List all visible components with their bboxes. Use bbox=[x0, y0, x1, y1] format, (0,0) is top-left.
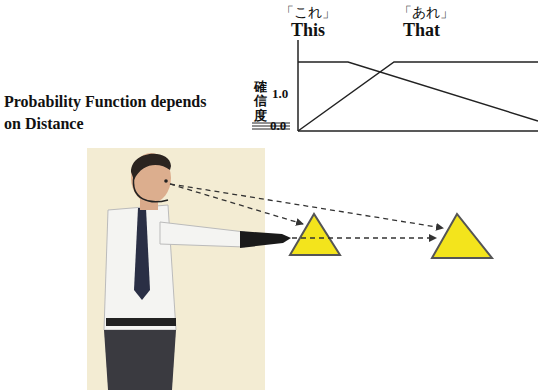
near-object bbox=[290, 214, 340, 255]
chart-label-jp: 「これ」 bbox=[280, 4, 336, 22]
chart-label: This bbox=[291, 20, 325, 41]
chart-label: That bbox=[403, 20, 440, 41]
chart-label-jp: 「あれ」 bbox=[398, 4, 454, 22]
tick-label: 0.0 bbox=[270, 118, 286, 134]
tick-label: 1.0 bbox=[272, 86, 288, 102]
far-object bbox=[432, 214, 492, 258]
chart-description: Probability Function depends on Distance bbox=[4, 91, 219, 135]
probability-chart bbox=[252, 40, 538, 131]
axis-label: 確信度 bbox=[254, 80, 267, 123]
photo-background bbox=[87, 148, 265, 390]
gaze-lines bbox=[170, 184, 443, 238]
